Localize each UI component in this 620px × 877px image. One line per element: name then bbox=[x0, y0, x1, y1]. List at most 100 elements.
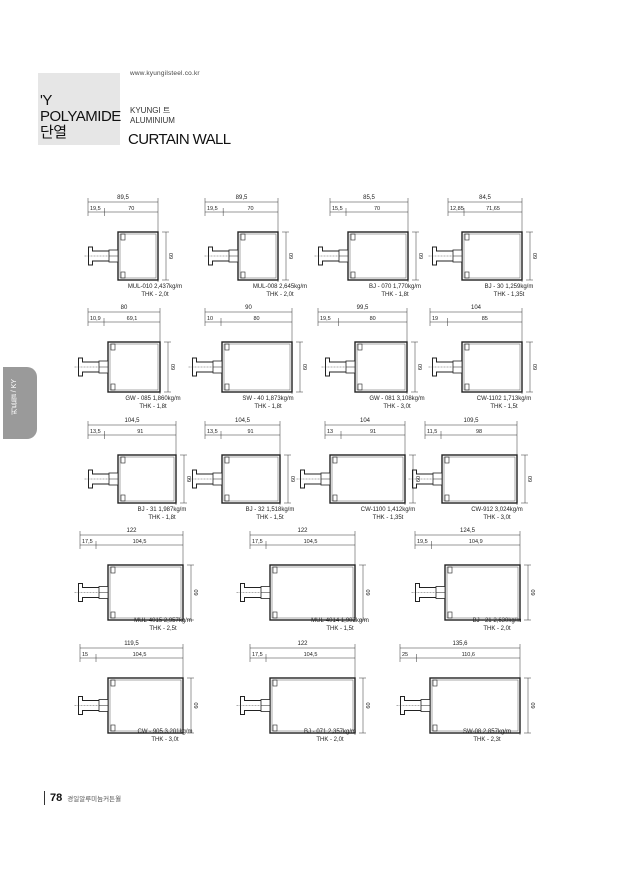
gasket-clip bbox=[357, 343, 363, 351]
profile-box bbox=[107, 564, 184, 621]
segment-dim-label: 19 bbox=[432, 316, 438, 322]
height-dim-label: 60 bbox=[291, 476, 297, 482]
height-dim-label: 60 bbox=[533, 364, 539, 370]
overall-dim-label: 99,5 bbox=[357, 305, 369, 311]
segment-dim-label: 80 bbox=[253, 316, 259, 322]
overall-dim-label: 124,5 bbox=[460, 528, 476, 534]
page-number: 78 bbox=[50, 792, 63, 804]
profile-inner-wall bbox=[271, 566, 354, 619]
segment-dim-label: 19,5 bbox=[320, 316, 331, 322]
profile-inner-wall bbox=[239, 233, 277, 279]
profile-caption: SW-08 2,857kg/m bbox=[463, 729, 511, 735]
profile-inner-wall bbox=[119, 233, 157, 279]
profile-inner-wall bbox=[431, 679, 519, 732]
height-dim-label: 60 bbox=[194, 589, 200, 595]
overall-dim-label: 89,5 bbox=[117, 195, 129, 201]
profile-thickness: THK - 3,0t bbox=[151, 737, 179, 743]
segment-dim-label: 19,5 bbox=[417, 539, 428, 545]
overall-dim-label: 89,5 bbox=[236, 195, 248, 201]
profile-inner-wall bbox=[109, 679, 182, 732]
height-dim-label: 60 bbox=[531, 702, 537, 708]
height-dim-label: 60 bbox=[366, 589, 372, 595]
height-dim-label: 60 bbox=[418, 364, 424, 370]
profile-box bbox=[461, 341, 523, 393]
profile-thickness: THK - 3,0t bbox=[483, 515, 511, 521]
gasket-clip bbox=[272, 724, 278, 732]
profile-box bbox=[269, 564, 356, 621]
segment-dim-label: 104,5 bbox=[304, 539, 318, 545]
segment-dim-label: 110,6 bbox=[462, 652, 475, 658]
overall-dim-label: 104 bbox=[471, 305, 482, 311]
height-dim-label: 60 bbox=[419, 253, 425, 259]
profile-box bbox=[117, 231, 159, 281]
gasket-clip bbox=[432, 724, 438, 732]
profile-caption: BJ - 071 2,357kg/m bbox=[304, 729, 356, 735]
profile-caption: MUL-010 2,437kg/m bbox=[128, 284, 182, 290]
profile-inner-wall bbox=[223, 343, 291, 391]
gasket-clip bbox=[120, 271, 126, 279]
gasket-clip bbox=[350, 233, 356, 241]
profile-inner-wall bbox=[463, 343, 521, 391]
profile-thickness: THK - 2,3t bbox=[473, 737, 501, 743]
profile-box bbox=[461, 231, 523, 281]
brand-line: ALUMINIUM bbox=[130, 116, 175, 125]
height-dim-label: 60 bbox=[366, 702, 372, 708]
overall-dim-label: 122 bbox=[126, 528, 137, 534]
profile-box bbox=[269, 677, 356, 734]
profile-thickness: THK - 2,0t bbox=[483, 626, 511, 632]
height-dim-label: 60 bbox=[533, 253, 539, 259]
gasket-clip bbox=[120, 233, 126, 241]
profile-thickness: THK - 1,35t bbox=[373, 515, 404, 521]
profile-caption: BJ - 30 1,259kg/m bbox=[485, 284, 534, 290]
gasket-clip bbox=[444, 456, 450, 464]
gasket-clip bbox=[432, 679, 438, 687]
segment-dim-label: 91 bbox=[370, 429, 376, 435]
gasket-clip bbox=[120, 494, 126, 502]
segment-dim-label: 71,65 bbox=[486, 206, 500, 212]
segment-dim-label: 19,5 bbox=[90, 206, 101, 212]
segment-dim-label: 104,5 bbox=[133, 539, 147, 545]
segment-dim-label: 69,1 bbox=[127, 316, 138, 322]
website-url[interactable]: www.kyungilsteel.co.kr bbox=[130, 70, 200, 77]
gasket-clip bbox=[120, 456, 126, 464]
profile-box bbox=[354, 341, 408, 393]
header-line: 단열 bbox=[40, 124, 67, 141]
overall-dim-label: 85,5 bbox=[363, 195, 375, 201]
profile-caption: CW-1102 1,713kg/m bbox=[477, 396, 531, 402]
profile-thickness: THK - 2,0t bbox=[316, 737, 344, 743]
segment-dim-label: 17,5 bbox=[252, 652, 263, 658]
section-side-tab[interactable]: 커튼월 / KY bbox=[3, 367, 37, 439]
profile-box bbox=[441, 454, 518, 504]
height-dim-label: 60 bbox=[169, 253, 175, 259]
segment-dim-label: 13 bbox=[327, 429, 333, 435]
profile-thickness: THK - 1,8t bbox=[381, 292, 409, 298]
segment-dim-label: 13,5 bbox=[207, 429, 218, 435]
profile-inner-wall bbox=[331, 456, 404, 502]
gasket-clip bbox=[447, 611, 453, 619]
profile-caption: GW - 085 1,860kg/m bbox=[125, 396, 180, 402]
header-line: 'Y bbox=[40, 92, 52, 109]
footer-text: 경일알루미늄커튼월 bbox=[67, 796, 122, 803]
segment-dim-label: 98 bbox=[476, 429, 482, 435]
overall-dim-label: 104,5 bbox=[124, 418, 140, 424]
gasket-clip bbox=[272, 679, 278, 687]
gasket-clip bbox=[332, 494, 338, 502]
gasket-clip bbox=[444, 494, 450, 502]
overall-dim-label: 84,5 bbox=[479, 195, 491, 201]
segment-dim-label: 19,5 bbox=[207, 206, 218, 212]
height-dim-label: 60 bbox=[171, 364, 177, 370]
header-category: 'Y POLYAMIDE 단열 bbox=[40, 93, 121, 141]
height-dim-label: 60 bbox=[528, 476, 534, 482]
overall-dim-label: 135,6 bbox=[452, 641, 468, 647]
overall-dim-label: 104,5 bbox=[235, 418, 251, 424]
profile-caption: BJ - 070 1,770kg/m bbox=[369, 284, 421, 290]
overall-dim-label: 109,5 bbox=[463, 418, 479, 424]
profile-box bbox=[221, 454, 281, 504]
segment-dim-label: 10,9 bbox=[90, 316, 101, 322]
profile-inner-wall bbox=[271, 679, 354, 732]
gasket-clip bbox=[110, 679, 116, 687]
profile-thickness: THK - 1,8t bbox=[254, 404, 282, 410]
gasket-clip bbox=[224, 494, 230, 502]
profile-inner-wall bbox=[223, 456, 279, 502]
